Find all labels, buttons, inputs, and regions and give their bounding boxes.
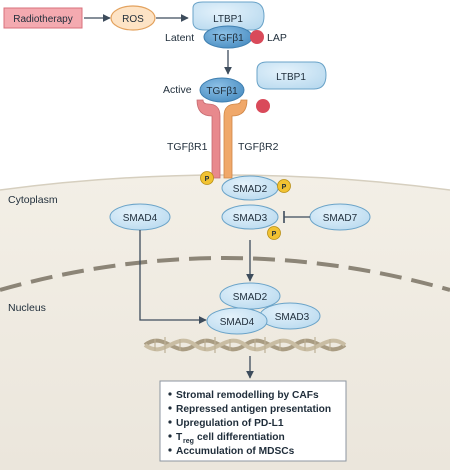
smad3-node: [221, 204, 279, 230]
tgfbr1-label: TGFβR1: [167, 141, 208, 153]
tgfbr2-label: TGFβR2: [238, 141, 279, 153]
outcome-item: Stromal remodelling by CAFs: [176, 390, 319, 401]
ltbp1-latent-label: LTBP1: [213, 14, 243, 25]
tgfb1-active-node: [199, 77, 245, 103]
phospho-smad2-label: P: [282, 184, 287, 191]
radiotherapy-label: Radiotherapy: [13, 14, 72, 25]
nuclear-envelope: [0, 256, 450, 292]
nucleus-label: Nucleus: [8, 302, 46, 314]
smad3-nuc-label: SMAD3: [275, 312, 310, 323]
smad3-label: SMAD3: [233, 213, 268, 224]
tgfbr1-receptor: [196, 99, 221, 179]
ltbp1-free-shape: [256, 61, 327, 90]
phospho-smad3-label: P: [272, 231, 277, 238]
phospho-receptor: [200, 171, 214, 185]
ltbp1-latent-shape: [192, 1, 265, 31]
treg-main: T: [176, 432, 183, 443]
tgfb1-active-label: TGFβ1: [206, 86, 238, 97]
lap-label: LAP: [267, 32, 287, 44]
radiotherapy-box: [3, 7, 83, 29]
lap-circle: [250, 30, 264, 44]
latent-label: Latent: [165, 32, 194, 44]
tgfbr2-receptor: [223, 99, 248, 179]
outcome-item: Accumulation of MDSCs: [176, 446, 295, 457]
lap-free-circle: [256, 99, 270, 113]
smad2-nuc-label: SMAD2: [233, 292, 268, 303]
outcome-item: Repressed antigen presentation: [176, 404, 331, 415]
outcomes-box: [159, 380, 347, 462]
ltbp1-free-label: LTBP1: [276, 72, 306, 83]
arrow-smad4-to-nucleus: [139, 230, 207, 324]
ros-node: [110, 5, 156, 31]
phospho-smad2: [277, 179, 291, 193]
phospho-receptor-label: P: [205, 176, 210, 183]
dna-helix: [143, 337, 347, 353]
outcome-item: cell differentiation: [197, 432, 285, 443]
ros-label: ROS: [122, 14, 144, 25]
smad7-label: SMAD7: [323, 213, 358, 224]
smad2-label: SMAD2: [233, 184, 268, 195]
outcomes-list: Stromal remodelling by CAFs Repressed an…: [168, 390, 331, 457]
cytoplasm-label: Cytoplasm: [8, 194, 58, 206]
active-label: Active: [163, 84, 192, 96]
phospho-smad3: [267, 226, 281, 240]
smad4-nuc-label: SMAD4: [220, 317, 255, 328]
tgfb1-latent-label: TGFβ1: [212, 33, 244, 44]
smad4-nuc-node: [206, 307, 268, 335]
smad4-label: SMAD4: [123, 213, 158, 224]
treg-sub: reg: [183, 438, 194, 445]
outcome-item: Upregulation of PD-L1: [176, 418, 284, 429]
